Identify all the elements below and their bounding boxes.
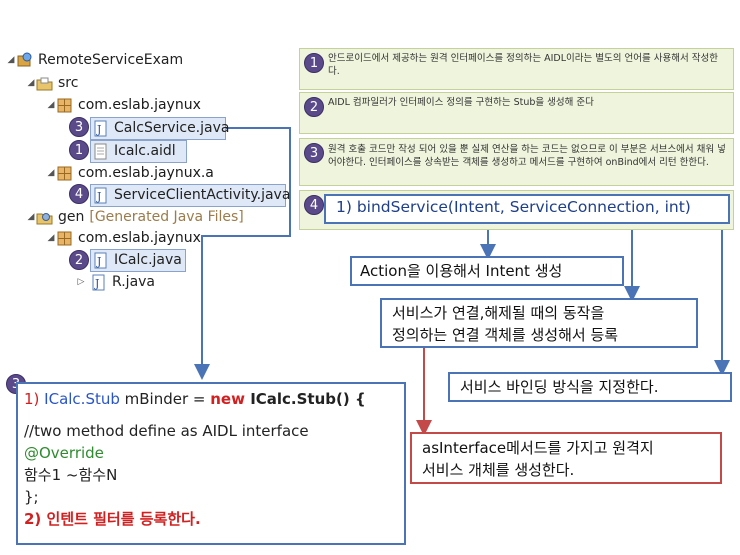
expand-arrow-icon[interactable]: ◢ [47,233,55,243]
badge-1: 1 [304,53,324,73]
svg-text:J: J [94,277,99,290]
badge-2-icalc-java: 2 [69,250,89,270]
expand-arrow-icon[interactable]: ◢ [7,55,15,65]
expand-arrow-icon[interactable]: ◢ [27,78,35,88]
callout-asinterface: asInterface메서드를 가지고 원격지 서비스 개체를 생성한다. [410,432,722,484]
callout-asinterface-line2: 서비스 개체를 생성한다. [422,461,575,479]
callout-intent-text: Action을 이용해서 Intent 생성 [360,262,563,280]
package-icon [56,97,73,114]
gen-label: gen [58,209,85,225]
package-label: com.eslab.jaynux [78,97,201,113]
highlight-calcservice [90,117,226,140]
tree-row-pkg1[interactable]: ◢ com.eslab.jaynux [46,95,201,115]
r-java-label: R.java [112,274,156,290]
bindservice-text: 1) bindService(Intent, ServiceConnection… [336,198,691,216]
badge-4-client-activity: 4 [69,184,89,204]
badge-2: 2 [304,97,324,117]
svg-text:J: J [96,190,101,203]
callout-connection: 서비스가 연결,해제될 때의 동작을 정의하는 연결 객체를 생성해서 등록 [380,298,698,348]
badge-3-calcservice: 3 [69,117,89,137]
line-calcservice-to-code [194,127,291,380]
text-file-icon [92,143,109,160]
highlight-icalc-aidl [90,140,187,163]
badge-1-icalc-aidl: 1 [69,140,89,160]
code-line-intent-filter: 2) 인텐트 필터를 등록한다. [24,510,201,528]
package-label: com.eslab.jaynux.a [78,165,214,181]
project-label: RemoteServiceExam [38,52,184,68]
java-file-icon: J [90,274,107,291]
java-file-icon: J [92,187,109,204]
tree-row-pkg3[interactable]: ◢ com.eslab.jaynux [46,228,201,248]
java-file-icon: J [92,252,109,269]
package-icon [56,165,73,182]
callout-asinterface-line1: asInterface메서드를 가지고 원격지 [422,439,654,457]
highlight-client-activity [90,184,286,207]
icalc-aidl-label: Icalc.aidl [114,143,176,159]
callout-connection-line1: 서비스가 연결,해제될 때의 동작을 [392,304,605,322]
expand-arrow-icon[interactable]: ◢ [27,212,35,222]
package-label: com.eslab.jaynux [78,230,201,246]
client-activity-label: ServiceClientActivity.java [114,187,291,203]
note-3: 3 원격 호출 코드만 작성 되어 있을 뿐 실제 연산을 하는 코드는 없으므… [299,138,734,186]
highlight-icalc-java [90,249,186,272]
java-file-icon: J [92,120,109,137]
tree-row-gen[interactable]: ◢ gen [Generated Java Files] [26,207,244,227]
expand-arrow-icon[interactable]: ◢ [47,100,55,110]
calcservice-label: CalcService.java [114,120,230,136]
icalc-java-label: ICalc.java [114,252,182,268]
code-line-1: 1) ICalc.Stub mBinder = new ICalc.Stub()… [24,390,366,408]
source-folder-icon [36,75,53,92]
expand-arrow-icon[interactable]: ◢ [47,168,55,178]
src-label: src [58,75,79,91]
code-line-functions: 함수1 ~함수N [24,466,118,484]
note-3-text: 원격 호출 코드만 작성 되어 있을 뿐 실제 연산을 하는 코드는 없으므로 … [328,144,726,168]
gen-folder-icon [36,209,53,226]
package-icon [56,230,73,247]
tree-row-calcservice[interactable]: J CalcService.java [92,118,229,138]
code-line-comment: //two method define as AIDL interface [24,422,309,440]
svg-text:J: J [96,123,101,136]
tree-row-src[interactable]: ◢ src [26,73,79,93]
callout-binding-mode: 서비스 바인딩 방식을 지정한다. [448,372,732,402]
note-1: 1 안드로이드에서 제공하는 원격 인터페이스를 정의하는 AIDL이라는 별도… [299,48,734,90]
badge-4: 4 [304,195,324,215]
bindservice-box: 1) bindService(Intent, ServiceConnection… [324,194,730,224]
tree-row-pkg2[interactable]: ◢ com.eslab.jaynux.a [46,163,214,183]
callout-connection-line2: 정의하는 연결 객체를 생성해서 등록 [392,326,619,344]
tree-row-icalc-java[interactable]: J ICalc.java [92,250,182,270]
note-1-text: 안드로이드에서 제공하는 원격 인터페이스를 정의하는 AIDL이라는 별도의 … [328,53,718,77]
tree-row-client-activity[interactable]: J ServiceClientActivity.java [92,185,290,205]
code-line-override: @Override [24,444,104,462]
tree-row-project[interactable]: ◢ RemoteServiceExam [6,50,183,70]
callout-binding-mode-text: 서비스 바인딩 방식을 지정한다. [460,378,659,396]
svg-text:J: J [96,255,101,268]
collapse-arrow-icon[interactable]: ▷ [77,277,85,287]
note-2-text: AIDL 컴파일러가 인터페이스 정의를 구현하는 Stub을 생성해 준다 [328,97,594,108]
tree-row-r-java[interactable]: ▷ J R.java [76,272,155,292]
project-icon [16,52,33,69]
gen-suffix: [Generated Java Files] [89,209,244,225]
code-line-close: }; [24,488,39,506]
badge-3: 3 [304,143,324,163]
code-box: 1) ICalc.Stub mBinder = new ICalc.Stub()… [16,382,406,545]
note-2: 2 AIDL 컴파일러가 인터페이스 정의를 구현하는 Stub을 생성해 준다 [299,92,734,134]
tree-row-icalc-aidl[interactable]: Icalc.aidl [92,141,176,161]
note-4: 4 1) bindService(Intent, ServiceConnecti… [299,190,734,230]
callout-intent: Action을 이용해서 Intent 생성 [350,256,624,286]
